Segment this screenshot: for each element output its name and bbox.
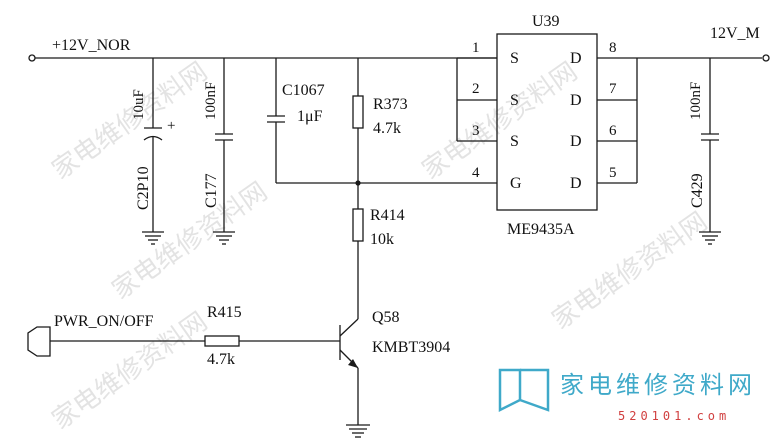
- input-net-label: +12V_NOR: [52, 37, 131, 54]
- transistor-q58: [339, 318, 370, 438]
- r415-ref: R415: [207, 304, 242, 321]
- ic-u39: [456, 33, 762, 211]
- pin-8-num: 8: [609, 40, 617, 56]
- pin-4-num: 4: [472, 165, 480, 181]
- capacitor-c1067: [267, 58, 497, 184]
- brand-watermark: 家电维修资料网 520101.com: [498, 368, 756, 423]
- pin-5-num: 5: [609, 165, 617, 181]
- output-net-label: 12V_M: [710, 25, 760, 42]
- pin-4-name: G: [510, 175, 522, 192]
- pin-8-name: D: [570, 50, 582, 67]
- watermark-text-3: 家电维修资料网: [107, 177, 273, 306]
- output-terminal: [762, 54, 770, 62]
- resistor-r414: [352, 208, 364, 319]
- c2p10-ref: C2P10: [135, 166, 152, 210]
- r373-ref: R373: [373, 96, 408, 113]
- watermark-text-1: 家电维修资料网: [47, 57, 213, 186]
- control-input: [27, 326, 340, 357]
- pin-7-num: 7: [609, 81, 617, 97]
- r373-value: 4.7k: [373, 120, 401, 137]
- brand-text: 家电维修资料网: [560, 371, 756, 399]
- brand-logo-icon: [498, 368, 522, 413]
- pin-2-num: 2: [472, 81, 480, 97]
- watermark-text-2: 家电维修资料网: [417, 57, 583, 186]
- capacitor-c177: [213, 58, 235, 245]
- input-terminal: [28, 54, 36, 62]
- pin-2-name: S: [510, 92, 519, 109]
- capacitor-c429: [699, 58, 721, 245]
- pin-6-num: 6: [609, 123, 617, 139]
- c1067-ref: C1067: [282, 82, 325, 99]
- ic-ref: U39: [532, 13, 560, 30]
- pin-6-name: D: [570, 133, 582, 150]
- r414-value: 10k: [370, 231, 394, 248]
- pin-1-num: 1: [472, 40, 480, 56]
- pin-5-name: D: [570, 175, 582, 192]
- c2p10-polarity: +: [167, 118, 175, 134]
- q58-ref: Q58: [372, 309, 400, 326]
- c429-value: 100nF: [688, 82, 704, 120]
- q58-value: KMBT3904: [372, 339, 450, 356]
- c177-ref: C177: [203, 173, 220, 208]
- r414-ref: R414: [370, 207, 405, 224]
- c177-value: 100nF: [203, 82, 219, 120]
- c2p10-value: 10uF: [131, 89, 147, 120]
- r415-value: 4.7k: [207, 351, 235, 368]
- pin-7-name: D: [570, 92, 582, 109]
- resistor-r373: [352, 58, 364, 209]
- capacitor-c2p10: [142, 58, 164, 245]
- c1067-value: 1μF: [297, 108, 323, 125]
- c429-ref: C429: [689, 173, 706, 208]
- pin-3-num: 3: [472, 123, 480, 139]
- pin-3-name: S: [510, 133, 519, 150]
- brand-subtext: 520101.com: [618, 409, 730, 423]
- control-net-label: PWR_ON/OFF: [54, 313, 154, 330]
- pin-1-name: S: [510, 50, 519, 67]
- ic-part: ME9435A: [507, 221, 575, 238]
